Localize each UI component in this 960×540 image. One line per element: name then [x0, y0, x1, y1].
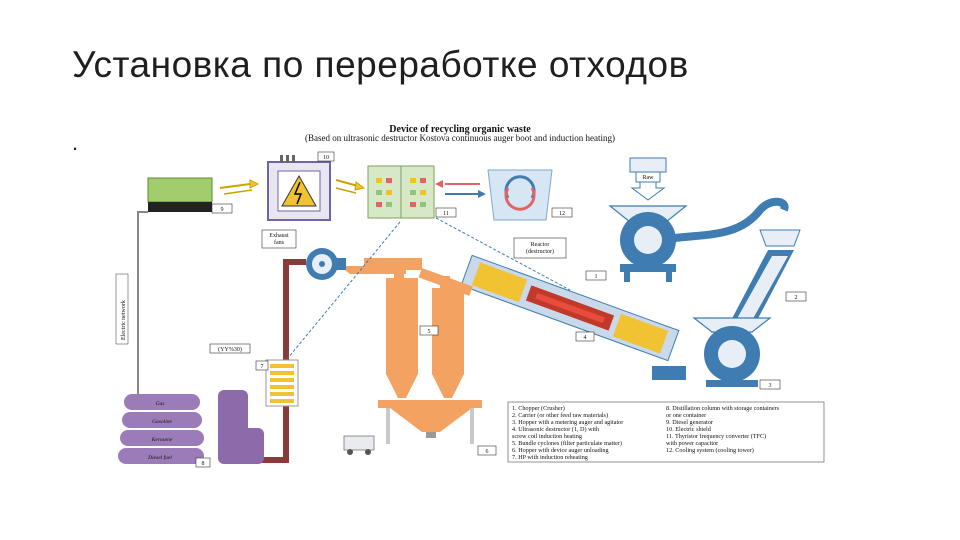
recycling-device-diagram: Device of recycling organic waste (Based…: [115, 124, 825, 468]
bullet-point: .: [72, 130, 79, 155]
num-12: 12: [559, 211, 565, 217]
tfc-sub-label: (YY%30): [218, 346, 242, 353]
slide-title: Установка по переработке отходов: [72, 44, 689, 85]
dashed-connectors: [287, 217, 571, 359]
num-5: 5: [428, 329, 431, 335]
legend: 1. Chopper (Crusher) 2. Carrier (or othe…: [507, 401, 825, 463]
electric-shield: 10: [267, 151, 335, 221]
electric-network: Electric network: [115, 211, 148, 394]
bundle-cyclones: 5: [340, 258, 473, 398]
num-6: 6: [486, 449, 489, 455]
reactor-destructor: Reactor(destructor) 4: [460, 237, 680, 362]
diesel-generator: 9: [147, 177, 233, 214]
legend-left-6: 6. Hopper with device auger unloading: [512, 447, 609, 454]
hopper-unloading: 6: [343, 400, 497, 456]
tank-gasoline: Gasoline: [152, 419, 172, 425]
cooling-system: 12: [487, 169, 573, 221]
distillation-tanks: Gas Gasoline Kerosene Diesel fuel 8: [118, 390, 264, 468]
num-8: 8: [202, 461, 205, 467]
frequency-converter: 11: [367, 165, 457, 219]
carrier: 2: [726, 229, 807, 330]
diagram-subtitle: (Based on ultrasonic destructor Kostova …: [305, 133, 615, 143]
tank-gas: Gas: [156, 401, 165, 407]
legend-left-3: 4. Ultrasonic destructor (1, D) with: [512, 426, 600, 433]
legend-left-0: 1. Chopper (Crusher): [512, 405, 565, 412]
legend-left-4: screw coil induction heating: [512, 433, 582, 440]
legend-right-2: 9. Diesel generator: [666, 419, 713, 426]
hopper-auger: 3: [652, 317, 781, 390]
legend-left-5: 5. Bundle cyclones (filter particulate m…: [512, 440, 622, 447]
num-10: 10: [323, 155, 329, 161]
diagram-title: Device of recycling organic waste: [389, 124, 531, 135]
num-2: 2: [795, 295, 798, 301]
num-1: 1: [595, 274, 598, 280]
legend-right-4: 11. Thyristor frequency converter (TFC): [666, 433, 766, 440]
coolant-arrows: [435, 180, 486, 198]
raw-label: Raw: [643, 175, 655, 181]
legend-left-2: 3. Hopper with a metering auger and agit…: [512, 419, 623, 426]
legend-right-6: 12. Cooling system (cooling tower): [666, 447, 754, 454]
legend-left-7: 7. HP with induction reheating: [512, 454, 588, 461]
reactor-label: Reactor(destructor): [526, 242, 554, 255]
legend-left-1: 2. Carrier (or other feed raw materials): [512, 412, 608, 419]
legend-right-3: 10. Electric shield: [666, 426, 712, 433]
power-arrows-1: [219, 179, 260, 195]
electric-network-label: Electric network: [121, 300, 127, 340]
chopper: 1: [585, 197, 789, 282]
num-4: 4: [584, 335, 587, 341]
num-3: 3: [769, 383, 772, 389]
power-arrows-2: [335, 179, 366, 194]
num-9: 9: [221, 207, 224, 213]
legend-right-5: with power capacitor: [666, 440, 718, 447]
num-11: 11: [443, 211, 449, 217]
raw-input: Raw: [629, 157, 667, 201]
tank-kerosene: Kerosene: [151, 437, 173, 443]
legend-right-1: or one container: [666, 412, 706, 419]
legend-right-0: 8. Distillation column with storage cont…: [666, 405, 780, 412]
num-7: 7: [261, 364, 264, 370]
tank-diesel: Diesel fuel: [147, 454, 172, 461]
